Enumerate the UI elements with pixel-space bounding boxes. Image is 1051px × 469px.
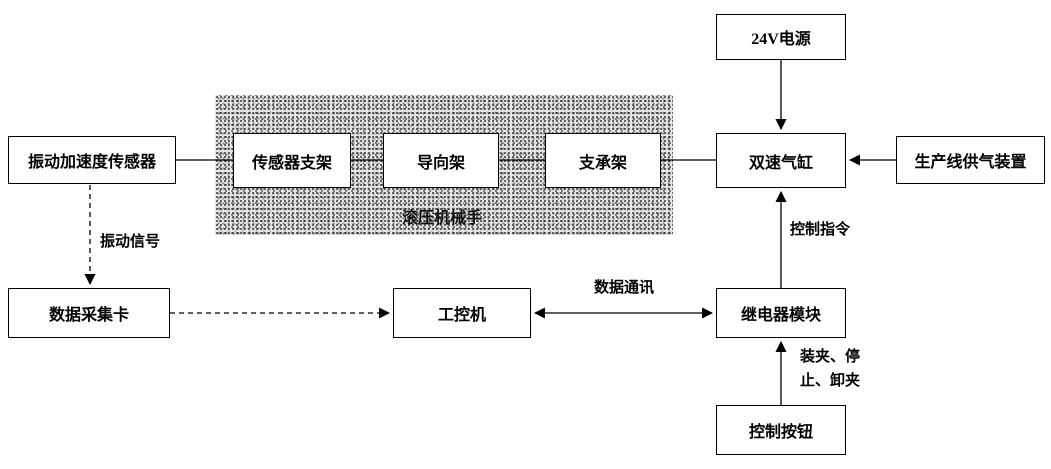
node-relay-module: 继电器模块 xyxy=(716,288,846,338)
edge-label-vibration-signal: 振动信号 xyxy=(100,234,161,250)
node-vibration-sensor-label: 振动加速度传感器 xyxy=(27,154,156,171)
edge-label-clamp-line1: 装夹、停 xyxy=(800,349,861,365)
manipulator-group-label: 滚压机械手 xyxy=(402,210,483,227)
node-24v-power-label: 24V电源 xyxy=(751,31,811,48)
edge-label-control-command: 控制指令 xyxy=(790,222,851,238)
node-industrial-pc-label: 工控机 xyxy=(437,307,486,324)
edge-label-clamp-commands: 装夹、停 止、卸夹 xyxy=(800,345,860,393)
node-24v-power: 24V电源 xyxy=(716,14,846,60)
node-vibration-sensor: 振动加速度传感器 xyxy=(8,136,176,184)
node-daq-card: 数据采集卡 xyxy=(8,288,170,338)
node-dual-speed-cylinder-label: 双速气缸 xyxy=(748,154,813,172)
node-sensor-bracket: 传感器支架 xyxy=(233,133,351,188)
node-air-supply-label: 生产线供气装置 xyxy=(914,154,1027,171)
node-dual-speed-cylinder: 双速气缸 xyxy=(716,133,846,188)
node-relay-module-label: 继电器模块 xyxy=(740,307,821,324)
node-daq-card-label: 数据采集卡 xyxy=(48,307,129,324)
node-guide-frame-label: 导向架 xyxy=(416,154,465,172)
edge-label-data-comm: 数据通讯 xyxy=(594,280,655,296)
node-air-supply: 生产线供气装置 xyxy=(896,136,1045,184)
node-sensor-bracket-label: 传感器支架 xyxy=(251,154,332,172)
node-guide-frame: 导向架 xyxy=(383,133,499,188)
node-support-frame: 支承架 xyxy=(545,133,661,188)
node-support-frame-label: 支承架 xyxy=(578,154,627,172)
node-control-button: 控制按钮 xyxy=(716,405,846,455)
node-industrial-pc: 工控机 xyxy=(393,288,531,338)
edge-label-clamp-line2: 止、卸夹 xyxy=(800,373,861,389)
node-control-button-label: 控制按钮 xyxy=(748,424,813,441)
